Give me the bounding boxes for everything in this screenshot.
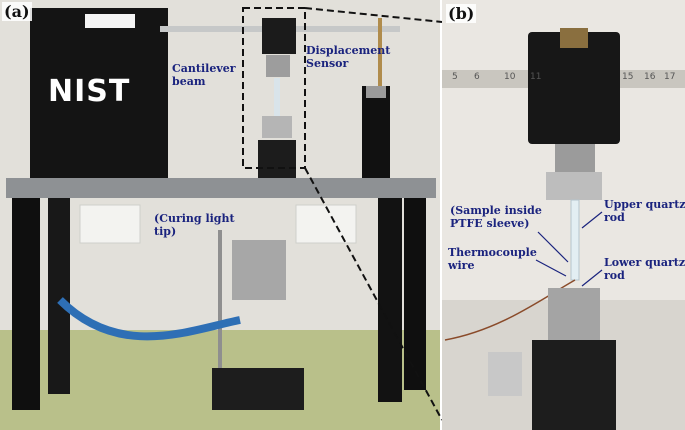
ruler-number: 10: [504, 72, 516, 82]
curing-light-label: (Curing light tip): [154, 212, 235, 238]
knurled-nut: [266, 55, 290, 77]
xy-stage: [258, 140, 296, 182]
barcode-sticker: [85, 14, 135, 28]
ruler-number: 6: [474, 72, 480, 82]
curing-light-head: [232, 240, 286, 300]
top-fixture: [262, 18, 296, 54]
upper-quartz-rod-label: Upper quartz rod: [604, 198, 685, 224]
ruler-number: 11: [530, 72, 542, 82]
ruler-number: 5: [452, 72, 458, 82]
ruler-number: 17: [664, 72, 676, 82]
lower-holder: [548, 288, 600, 340]
ruler-number: 15: [622, 72, 634, 82]
table-leg: [404, 198, 426, 390]
side-knob: [488, 352, 522, 396]
thermocouple-label: Thermocouple wire: [448, 246, 537, 272]
displacement-sensor-label: Displacement Sensor: [306, 44, 391, 70]
nist-instrument-box: [30, 8, 168, 180]
cantilever-beam-label: Cantilever beam: [172, 62, 236, 88]
upper-quartz-rod: [570, 199, 580, 281]
sensor-rod: [378, 18, 382, 88]
lower-nut: [262, 116, 292, 138]
nist-logo: NIST: [48, 74, 131, 109]
ruler-number: 16: [644, 72, 656, 82]
thermocouple-wire: [444, 279, 576, 341]
stand-base: [212, 368, 304, 410]
wall-socket: [79, 204, 141, 244]
quartz-rod: [274, 78, 280, 116]
knurled-collar: [546, 172, 602, 200]
sensor-collar: [366, 86, 386, 98]
top-clamp: [528, 32, 620, 144]
panel-b-tag: (b): [446, 4, 477, 23]
hex-nut: [555, 144, 595, 172]
zoom-line-bottom: [304, 167, 443, 421]
table-leg: [48, 198, 70, 394]
blue-hose: [57, 297, 241, 341]
stand-rod: [218, 230, 222, 380]
lower-quartz-rod-label: Lower quartz rod: [604, 256, 685, 282]
zoom-line-top: [304, 7, 443, 23]
table-leg: [378, 198, 402, 402]
displacement-sensor-body: [362, 86, 390, 180]
adjust-screw: [560, 28, 588, 48]
table-leg: [12, 198, 40, 410]
xy-stage-closeup: [532, 340, 616, 430]
wall-socket: [295, 204, 357, 244]
ruler-labels: 5 6 10 11 15 16 17: [452, 72, 682, 86]
panel-a-tag: (a): [2, 2, 32, 21]
table-top: [6, 178, 436, 198]
sample-label: (Sample inside PTFE sleeve): [450, 204, 542, 230]
zoom-region-box: [242, 7, 306, 169]
